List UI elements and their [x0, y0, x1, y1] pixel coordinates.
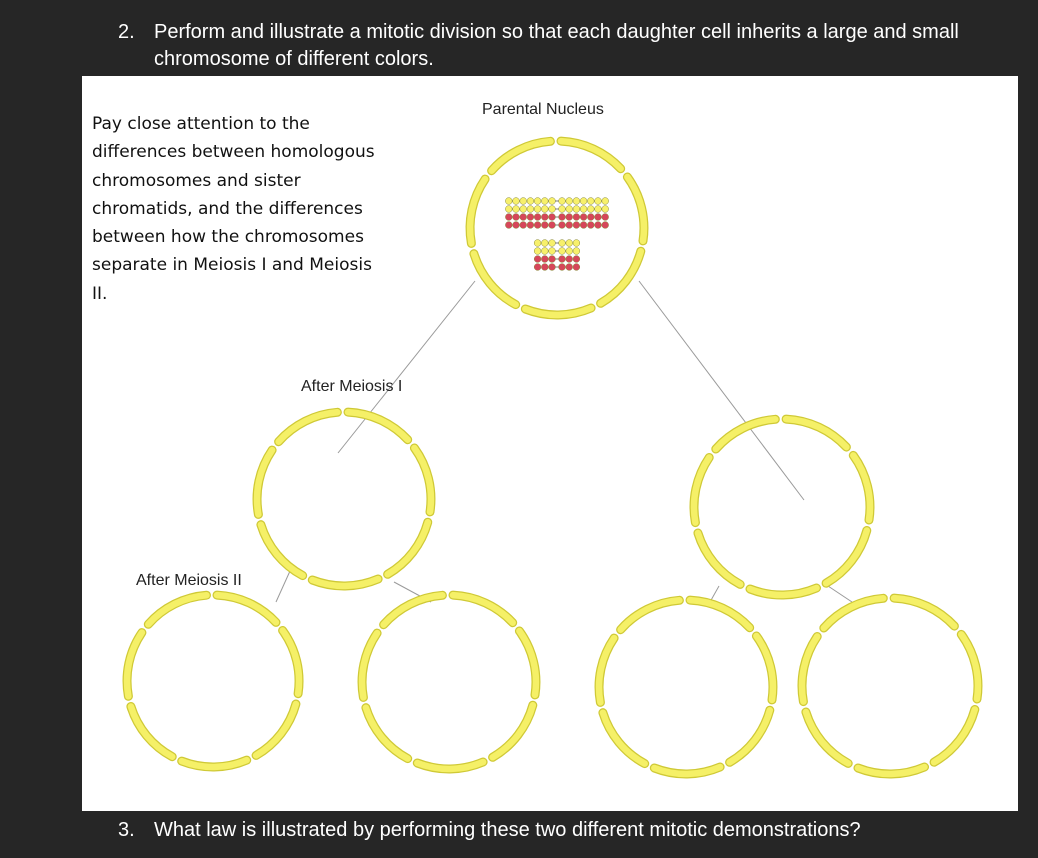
question-2: 2. Perform and illustrate a mitotic divi…: [118, 19, 1018, 75]
parental-nucleus: [465, 136, 649, 320]
meiosis2-nucleus-2: [357, 590, 541, 774]
nuclei: [122, 136, 983, 779]
large-chromosome-yellow: [505, 197, 609, 205]
meiosis2-nucleus-4: [797, 593, 983, 779]
question-2-text: Perform and illustrate a mitotic divisio…: [154, 21, 959, 70]
parental-chromosomes: [505, 197, 609, 271]
connector-line: [824, 583, 853, 603]
connector-line: [638, 280, 805, 501]
question-2-number: 2.: [118, 21, 135, 43]
question-3-number: 3.: [118, 819, 135, 841]
meiosis2-nucleus-3: [594, 595, 778, 779]
large-chromosome-red: [505, 213, 609, 221]
after-meiosis-2-label: After Meiosis II: [136, 572, 242, 589]
connector-line: [275, 570, 291, 603]
large-chromosome-red: [505, 221, 609, 229]
small-chromosome-red: [533, 263, 581, 271]
question-3-text: What law is illustrated by performing th…: [154, 819, 861, 841]
connector-lines: [275, 280, 853, 603]
connector-line: [337, 280, 476, 454]
meiosis-figure: Pay close attention to the differences b…: [82, 76, 1018, 811]
meiosis-diagram: [122, 136, 983, 779]
instruction-note: Pay close attention to the differences b…: [92, 114, 375, 304]
large-chromosome-yellow: [505, 205, 609, 213]
meiosis1-nucleus-left: [252, 407, 436, 591]
meiosis2-nucleus-1: [122, 590, 304, 772]
parental-nucleus-label: Parental Nucleus: [482, 101, 604, 118]
meiosis1-nucleus-right: [689, 414, 875, 600]
small-chromosome-yellow: [533, 239, 581, 247]
question-3: 3. What law is illustrated by performing…: [118, 817, 1018, 847]
after-meiosis-1-label: After Meiosis I: [301, 378, 403, 395]
small-chromosome-yellow: [533, 247, 581, 255]
small-chromosome-red: [533, 255, 581, 263]
